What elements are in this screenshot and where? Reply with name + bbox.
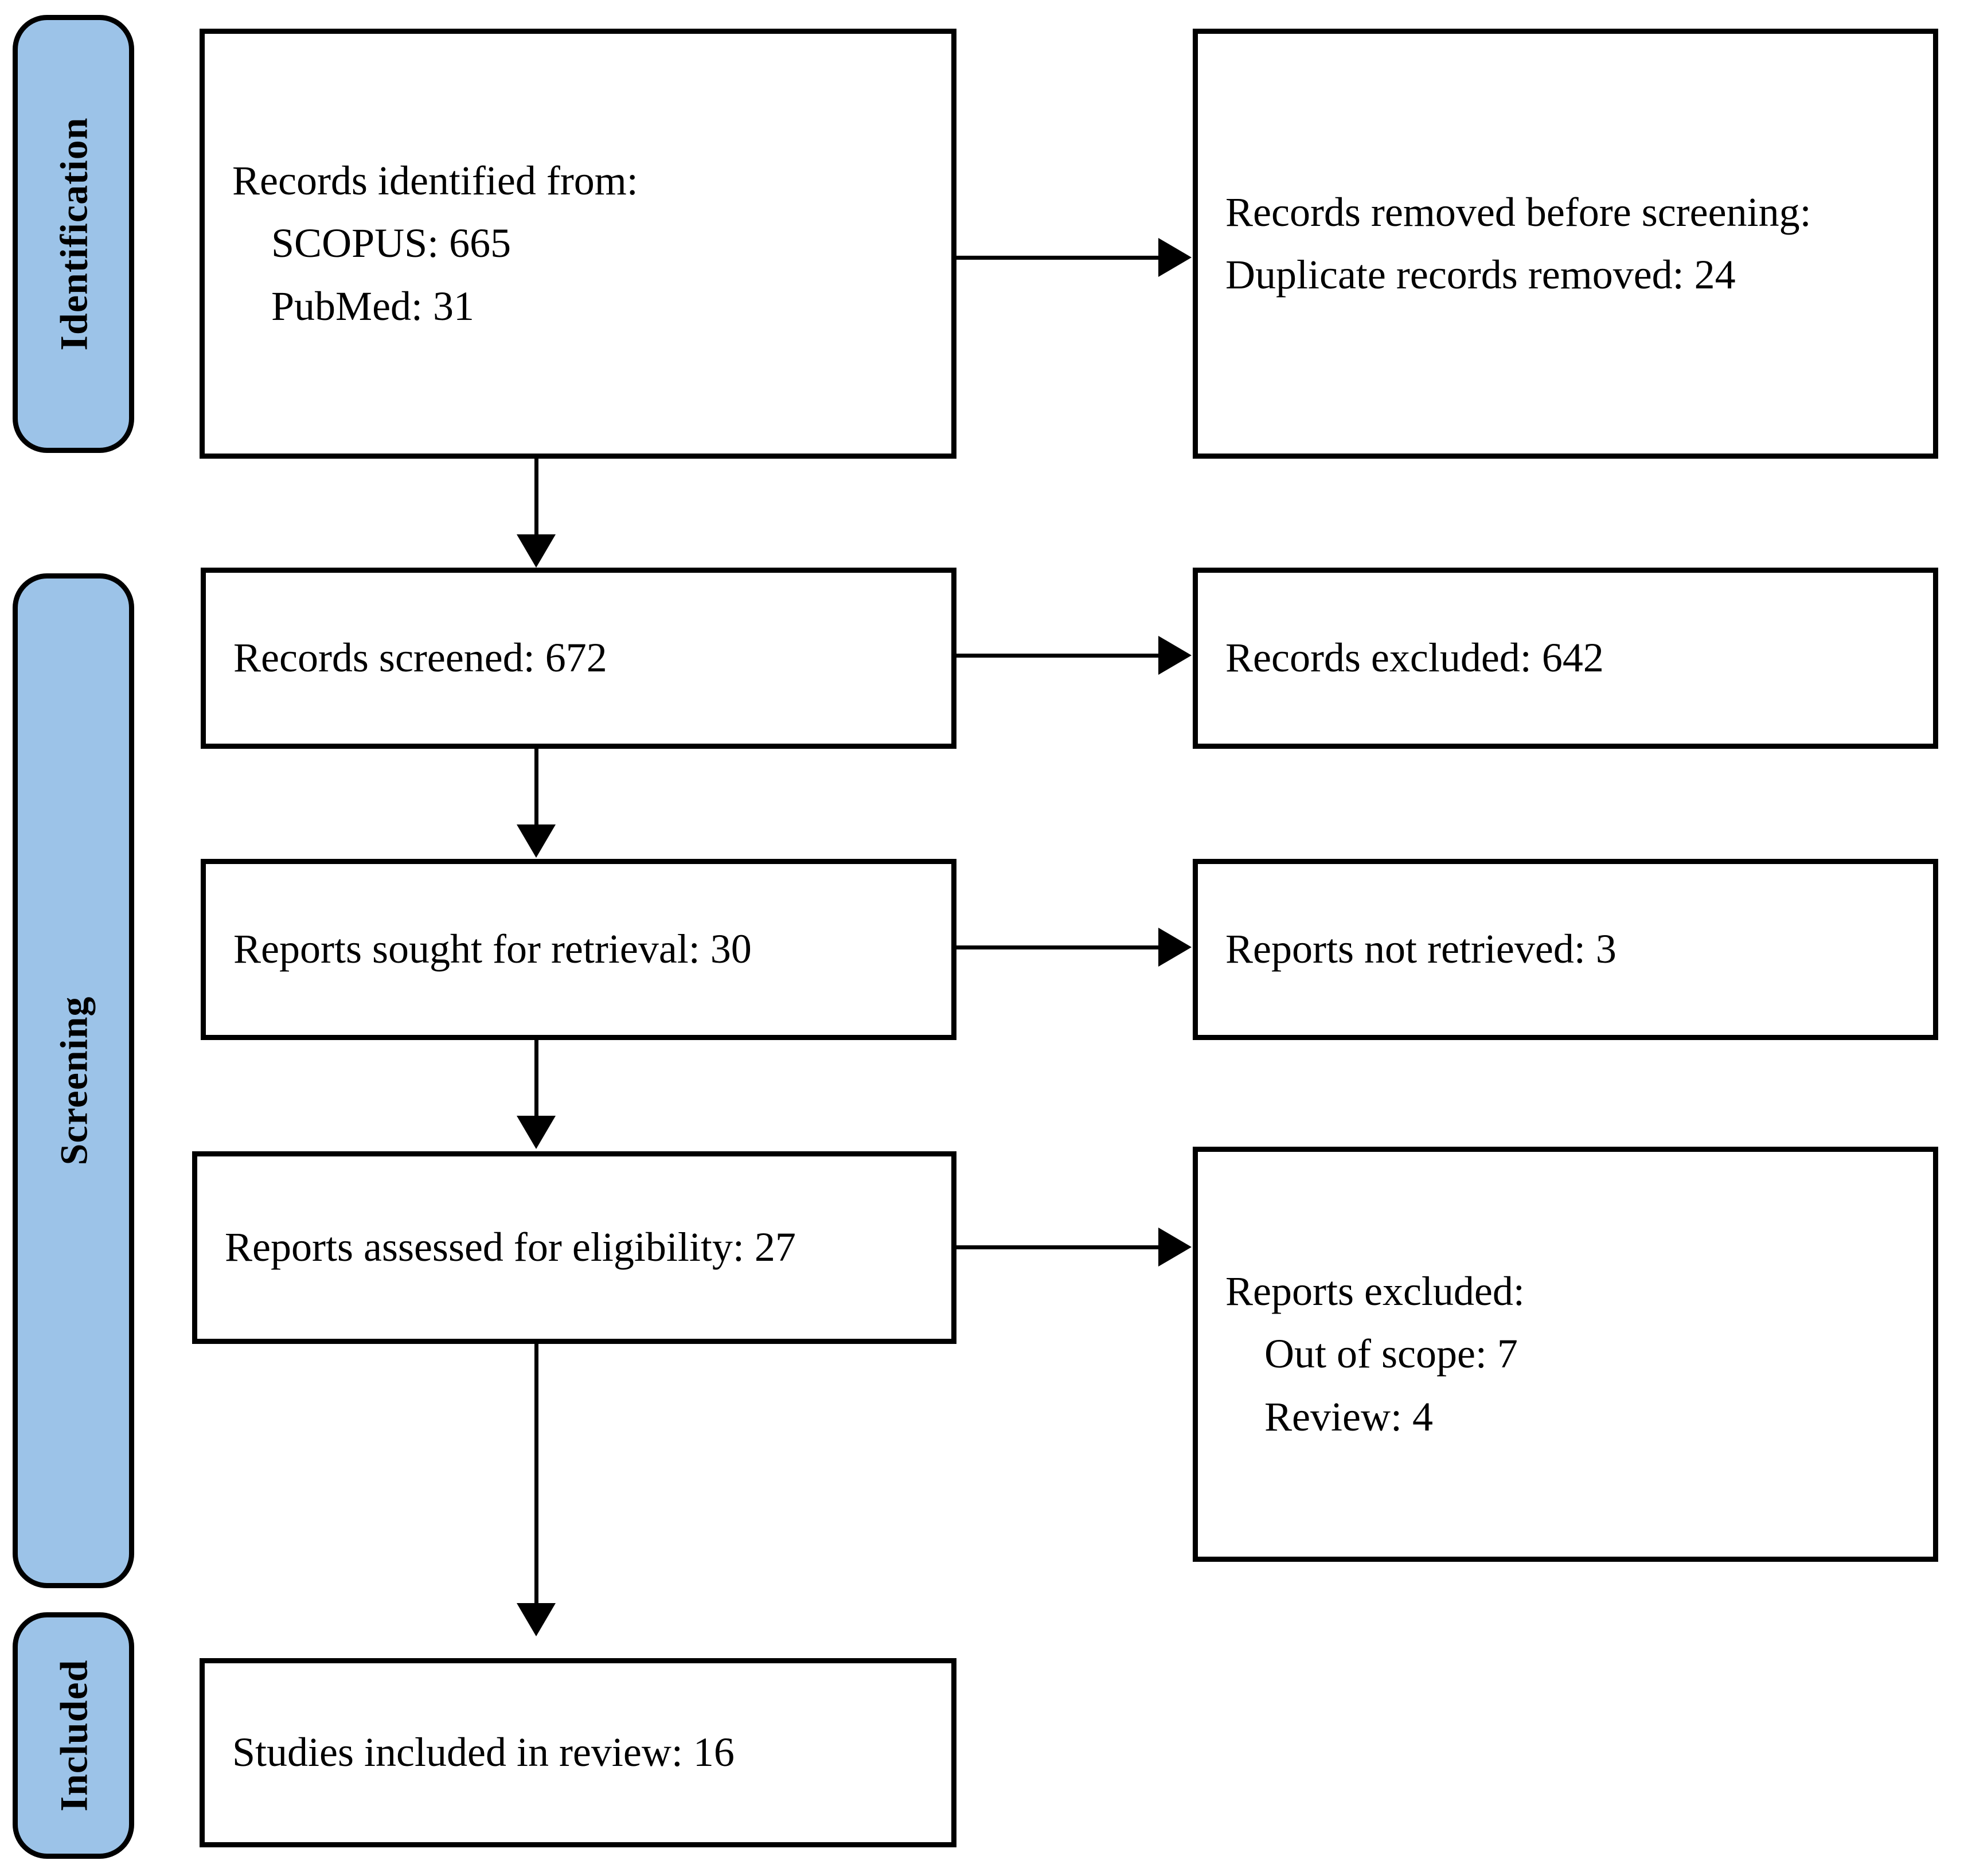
arrowhead-assessed-to-excluded: [1158, 1228, 1192, 1267]
reports-excluded-out-of-scope: Out of scope: 7: [1264, 1331, 1518, 1377]
connector-assessed-to-included: [534, 1344, 538, 1617]
records-removed-heading: Records removed before screening:: [1225, 189, 1811, 235]
connector-assessed-to-excluded: [956, 1245, 1162, 1249]
stage-label-screening: Screening: [52, 996, 96, 1166]
connector-identified-to-screened: [534, 459, 538, 548]
box-reports-not-retrieved: Reports not retrieved: 3: [1193, 859, 1938, 1040]
stage-label-identification: Identification: [52, 117, 95, 351]
arrowhead-identified-to-screened: [517, 534, 556, 568]
reports-sought-heading: Reports sought for retrieval: 30: [233, 926, 752, 972]
box-records-screened: Records screened: 672: [201, 568, 956, 749]
records-excluded-heading: Records excluded: 642: [1225, 635, 1604, 681]
connector-identified-to-removed: [956, 256, 1162, 260]
reports-not-retrieved-heading: Reports not retrieved: 3: [1225, 926, 1617, 972]
records-identified-heading: Records identified from:: [232, 157, 638, 204]
stage-pill-screening: Screening: [13, 573, 134, 1588]
records-screened-heading: Records screened: 672: [233, 635, 607, 681]
box-records-identified: Records identified from: SCOPUS: 665 Pub…: [200, 29, 956, 459]
studies-included-heading: Studies included in review: 16: [232, 1729, 735, 1776]
connector-screened-to-excluded: [956, 654, 1162, 658]
stage-pill-included: Included: [13, 1612, 134, 1859]
connector-sought-to-assessed: [534, 1040, 538, 1129]
arrowhead-assessed-to-included: [517, 1603, 556, 1636]
connector-screened-to-sought: [534, 749, 538, 838]
reports-excluded-heading: Reports excluded:: [1225, 1268, 1525, 1314]
arrowhead-sought-to-assessed: [517, 1116, 556, 1149]
connector-sought-to-not-retrieved: [956, 945, 1162, 949]
arrowhead-screened-to-excluded: [1158, 636, 1192, 675]
records-identified-source-pubmed: PubMed: 31: [271, 283, 475, 329]
records-identified-source-scopus: SCOPUS: 665: [271, 220, 512, 267]
box-reports-assessed: Reports assessed for eligibility: 27: [192, 1151, 956, 1344]
arrowhead-sought-to-not-retrieved: [1158, 928, 1192, 967]
stage-pill-identification: Identification: [13, 15, 134, 453]
box-records-excluded: Records excluded: 642: [1193, 568, 1938, 749]
box-records-removed: Records removed before screening: Duplic…: [1193, 29, 1938, 459]
box-reports-sought: Reports sought for retrieval: 30: [201, 859, 956, 1040]
reports-excluded-review: Review: 4: [1264, 1393, 1433, 1440]
arrowhead-screened-to-sought: [517, 824, 556, 858]
stage-label-included: Included: [52, 1659, 95, 1812]
box-reports-excluded: Reports excluded: Out of scope: 7 Review…: [1193, 1147, 1938, 1562]
box-studies-included: Studies included in review: 16: [200, 1658, 956, 1847]
reports-assessed-heading: Reports assessed for eligibility: 27: [225, 1224, 796, 1271]
records-removed-duplicates: Duplicate records removed: 24: [1225, 252, 1736, 298]
arrowhead-identified-to-removed: [1158, 238, 1192, 277]
